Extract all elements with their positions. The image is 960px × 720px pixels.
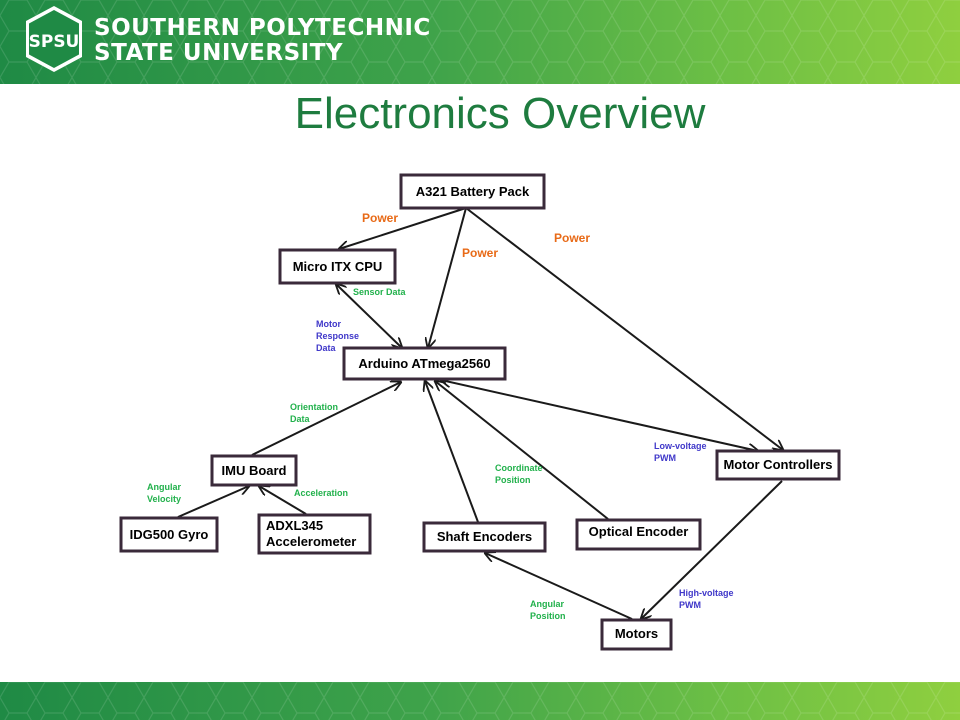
university-name-line2: STATE UNIVERSITY	[94, 40, 344, 66]
node-imu-board: IMU Board	[210, 454, 298, 487]
edge-shaft-arduino	[425, 381, 479, 523]
label-power-cpu: Power	[362, 211, 398, 225]
label-sensor-data: Sensor Data	[353, 287, 407, 297]
node-optical-encoder-label: Optical Encoder	[589, 524, 689, 539]
logo-text: SPSU	[29, 32, 80, 52]
edge-optical-arduino	[435, 381, 609, 520]
node-micro-itx-cpu: Micro ITX CPU	[278, 248, 397, 285]
edge-gyro-imu	[177, 486, 249, 518]
hex-pattern: SPSU	[0, 0, 960, 84]
node-shaft-encoders: Shaft Encoders	[422, 521, 547, 553]
node-imu-board-label: IMU Board	[222, 463, 287, 478]
footer-hex-pattern	[0, 682, 960, 720]
university-name: SOUTHERN POLYTECHNIC STATE UNIVERSITY	[94, 16, 431, 66]
label-high-voltage-line2: PWM	[679, 600, 701, 610]
edge-motor-controllers-motors	[641, 480, 783, 619]
edge-battery-arduino	[428, 207, 467, 348]
node-idg500-gyro-label: IDG500 Gyro	[130, 527, 209, 542]
label-coordinate-line1: Coordinate	[495, 463, 543, 473]
label-angular-position-line1: Angular	[530, 599, 564, 609]
edge-battery-motor-controllers	[465, 207, 783, 450]
node-motor-controllers: Motor Controllers	[715, 449, 841, 481]
label-coordinate-line2: Position	[495, 475, 531, 485]
edge-cpu-arduino	[336, 284, 402, 348]
edge-arduino-motor-controllers	[441, 380, 758, 451]
node-motor-controllers-label: Motor Controllers	[723, 457, 832, 472]
label-angular-velocity-line2: Velocity	[147, 494, 181, 504]
node-idg500-gyro: IDG500 Gyro	[119, 516, 219, 553]
edge-battery-cpu	[339, 207, 467, 249]
label-power-motor-controllers: Power	[554, 231, 590, 245]
label-motor-response-line2: Response	[316, 331, 359, 341]
label-angular-position-line2: Position	[530, 611, 566, 621]
node-micro-itx-cpu-label: Micro ITX CPU	[293, 259, 383, 274]
node-arduino-label: Arduino ATmega2560	[358, 356, 490, 371]
label-orientation-line1: Orientation	[290, 402, 338, 412]
node-motors-label: Motors	[615, 626, 658, 641]
label-angular-velocity-line1: Angular	[147, 482, 181, 492]
node-motors: Motors	[600, 618, 673, 651]
node-optical-encoder: Optical Encoder	[575, 518, 702, 551]
university-name-line1: SOUTHERN POLYTECHNIC	[94, 15, 431, 41]
node-shaft-encoders-label: Shaft Encoders	[437, 529, 532, 544]
node-adxl345: ADXL345 Accelerometer	[257, 513, 372, 555]
node-adxl345-label-line1: ADXL345	[266, 518, 323, 533]
label-acceleration: Acceleration	[294, 488, 348, 498]
edge-imu-arduino	[251, 382, 401, 456]
label-orientation-line2: Data	[290, 414, 311, 424]
spsu-logo: SPSU	[26, 6, 82, 72]
edge-motors-shaft	[485, 553, 633, 620]
label-motor-response-line3: Data	[316, 343, 337, 353]
label-motor-response-line1: Motor	[316, 319, 341, 329]
node-battery-pack: A321 Battery Pack	[399, 173, 546, 210]
footer-banner	[0, 682, 960, 720]
node-battery-pack-label: A321 Battery Pack	[416, 184, 530, 199]
label-low-voltage-line2: PWM	[654, 453, 676, 463]
label-power-arduino: Power	[462, 246, 498, 260]
node-adxl345-label-line2: Accelerometer	[266, 534, 356, 549]
header-banner: SPSU SOUTHERN POLYTECHNIC STATE UNIVERSI…	[0, 0, 960, 84]
label-high-voltage-line1: High-voltage	[679, 588, 734, 598]
label-low-voltage-line1: Low-voltage	[654, 441, 707, 451]
node-arduino: Arduino ATmega2560	[342, 346, 507, 381]
slide-title: Electronics Overview	[294, 89, 706, 138]
edge-accel-imu	[259, 486, 307, 515]
